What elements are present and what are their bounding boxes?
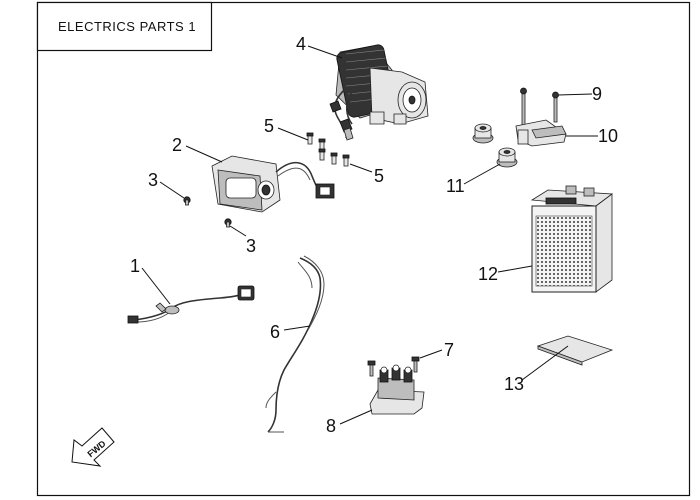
callout-3b: 3	[246, 236, 256, 256]
callout-12: 12	[478, 264, 498, 284]
page-title: ELECTRICS PARTS 1	[58, 19, 196, 34]
callout-8: 8	[326, 416, 336, 436]
callout-4: 4	[296, 34, 306, 54]
leader-lines	[141, 45, 598, 425]
callout-7: 7	[444, 340, 454, 360]
grommets-11	[472, 123, 518, 168]
callout-2: 2	[172, 135, 182, 155]
bracket-10	[515, 119, 567, 147]
pad-13	[536, 335, 614, 366]
screw-3a	[183, 196, 191, 206]
bolts-5	[306, 132, 350, 167]
callout-6: 6	[270, 322, 280, 342]
callout-13: 13	[504, 374, 524, 394]
battery-12	[530, 185, 614, 293]
screw-7	[367, 356, 420, 377]
bolt-9	[520, 87, 559, 133]
switch-housing	[211, 155, 335, 213]
callout-5a: 5	[264, 116, 274, 136]
screw-3b	[224, 218, 232, 228]
callout-5b: 5	[374, 166, 384, 186]
wiring-harness-6	[265, 255, 325, 433]
callout-3a: 3	[148, 170, 158, 190]
callout-10: 10	[598, 126, 618, 146]
callout-9: 9	[592, 84, 602, 104]
callout-1: 1	[130, 256, 140, 276]
winch	[329, 44, 429, 141]
forward-arrow-icon: FWD	[71, 427, 115, 467]
title-box: ELECTRICS PARTS 1	[36, 1, 213, 52]
cable-harness-1	[127, 285, 255, 324]
callout-11: 11	[446, 176, 465, 196]
solenoid-relay	[369, 364, 425, 415]
diagram-border	[36, 1, 691, 497]
